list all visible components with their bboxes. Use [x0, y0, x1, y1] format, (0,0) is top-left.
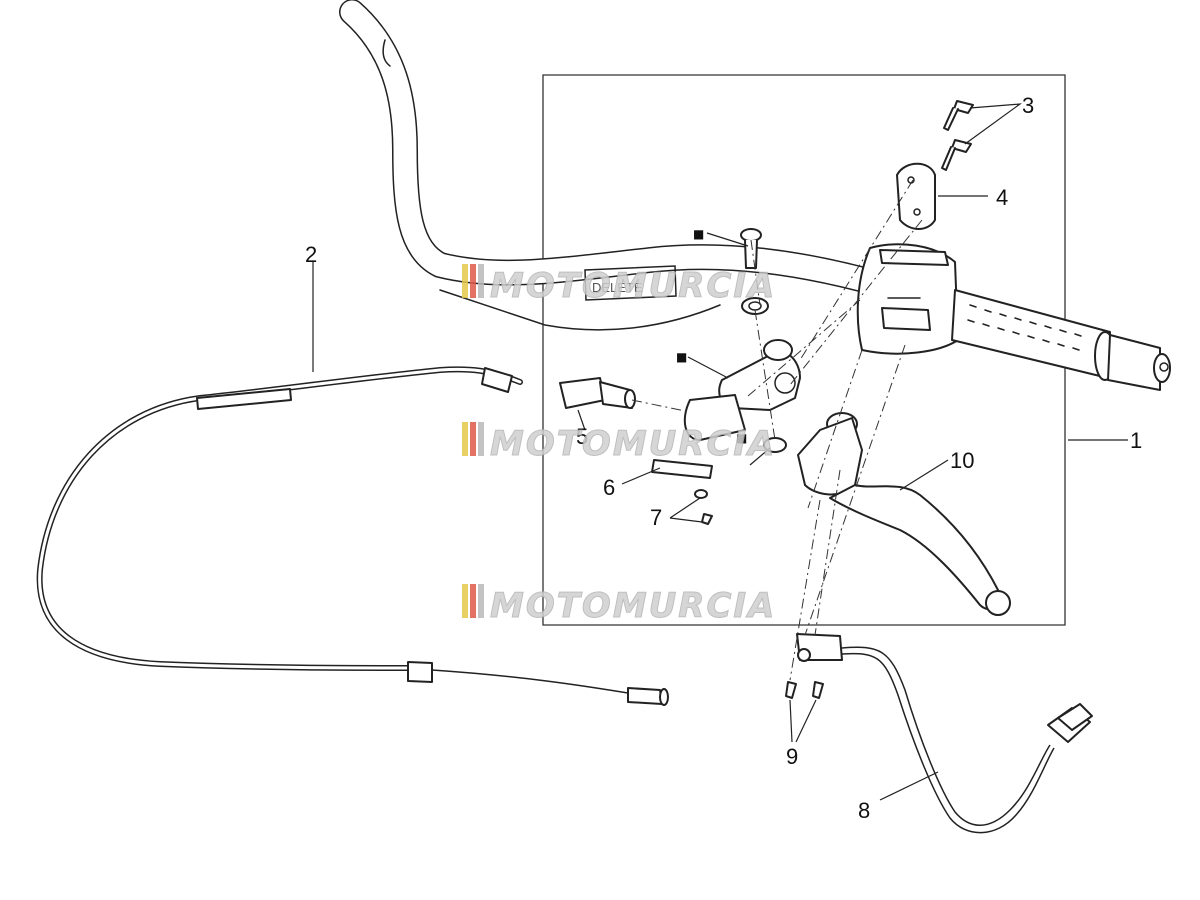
callout-4: 4 [996, 185, 1008, 210]
switch-housing [856, 243, 959, 355]
watermark-text: MOTOMURCIA [490, 424, 776, 464]
marker-squares: ■ ■ ■ [676, 227, 747, 445]
handlebar-grip [951, 289, 1171, 391]
callout-6: 6 [603, 475, 615, 500]
watermark-top: MOTOMURCIA [462, 264, 776, 307]
callout-labels: 1 2 3 4 5 6 7 8 9 10 [305, 93, 1142, 823]
watermark-middle: MOTOMURCIA [462, 422, 776, 465]
watermark-stripe-grey [478, 584, 484, 618]
switch-plate [651, 459, 713, 479]
assembly-frame [542, 74, 1066, 626]
watermark-text: MOTOMURCIA [490, 586, 776, 626]
marker-square: ■ [736, 431, 747, 445]
watermark-text: MOTOMURCIA [490, 266, 776, 306]
callout-10: 10 [950, 448, 974, 473]
assembly-guide-lines [631, 179, 923, 681]
watermark-stripe-yellow [462, 422, 468, 456]
clamp-screws [941, 100, 974, 171]
watermark-stripe-red [470, 264, 476, 298]
clutch-lever [797, 412, 1011, 616]
clutch-switch [785, 633, 843, 699]
callout-5: 5 [576, 424, 588, 449]
watermark-stripe-yellow [462, 584, 468, 618]
watermark-bottom: MOTOMURCIA [462, 584, 776, 627]
callout-1: 1 [1130, 428, 1142, 453]
callout-7: 7 [650, 505, 662, 530]
leader-lines [312, 103, 1128, 801]
watermark-stripe-yellow [462, 264, 468, 298]
watermark-stripe-grey [478, 264, 484, 298]
callout-3: 3 [1022, 93, 1034, 118]
watermark-stripe-red [470, 422, 476, 456]
lever-bracket [683, 339, 801, 453]
clutch-cable [36, 366, 669, 706]
switch-wiring [841, 646, 1093, 834]
watermark-stripe-grey [478, 422, 484, 456]
callout-2: 2 [305, 242, 317, 267]
watermark-stripe-red [470, 584, 476, 618]
callout-9: 9 [786, 744, 798, 769]
marker-square: ■ [693, 227, 704, 241]
callout-8: 8 [858, 798, 870, 823]
cable-adjuster [559, 377, 636, 409]
handlebar-sticker-text: DELETE [592, 280, 643, 295]
plate-screws [694, 489, 713, 525]
marker-square: ■ [676, 350, 687, 364]
upper-clamp [896, 162, 936, 230]
